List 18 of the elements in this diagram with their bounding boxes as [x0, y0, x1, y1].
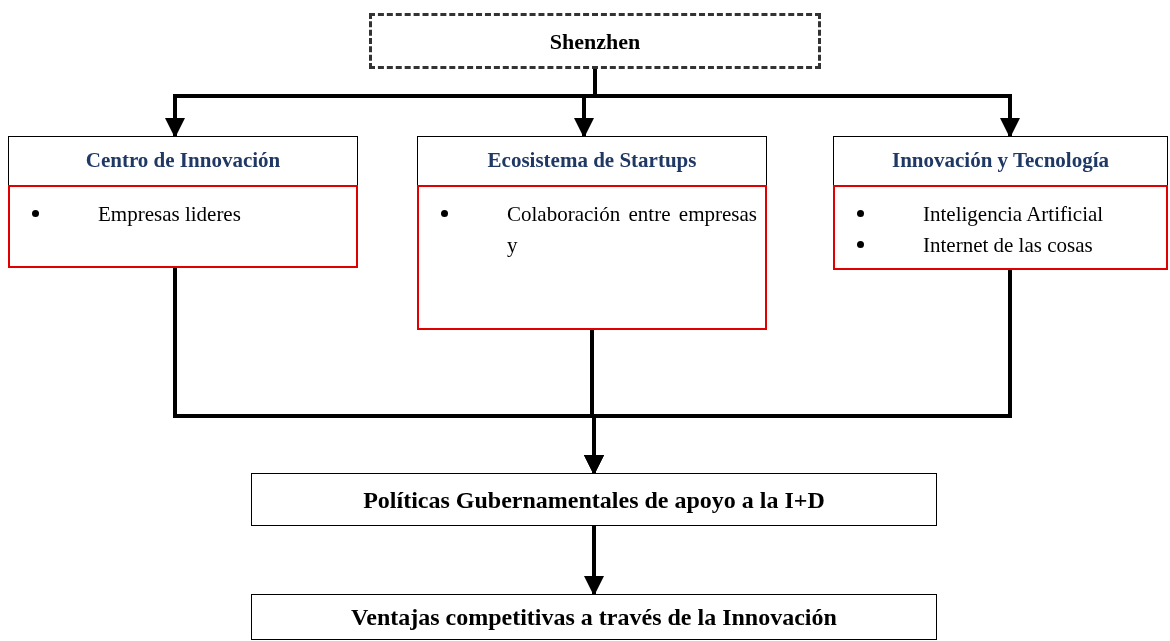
title-text: Shenzhen [549, 27, 641, 56]
bullet-item-text: Empresas lideres [98, 201, 242, 228]
box-text: Políticas Gubernamentales de apoyo a la I+D [363, 485, 825, 515]
dashed-title-box [369, 13, 821, 69]
category-card [8, 136, 358, 268]
connector-arrow [584, 526, 604, 596]
box-text: Ventajas competitivas a través de la Innovación [351, 603, 837, 632]
card-heading: Ecosistema de Startups [487, 147, 697, 175]
process-box [251, 594, 937, 640]
bullet-item-text: Inteligencia Artificial [923, 201, 1105, 228]
category-card [417, 136, 767, 330]
bullet-item-text: Colaboración entre empresas y [507, 201, 757, 259]
process-box [251, 473, 937, 526]
bullet-item-text: Internet de las cosas [923, 232, 1094, 259]
category-card [833, 136, 1168, 270]
card-heading: Centro de Innovación [85, 147, 281, 175]
card-heading: Innovación y Tecnología [891, 147, 1110, 175]
connector-arrow [593, 69, 1020, 138]
